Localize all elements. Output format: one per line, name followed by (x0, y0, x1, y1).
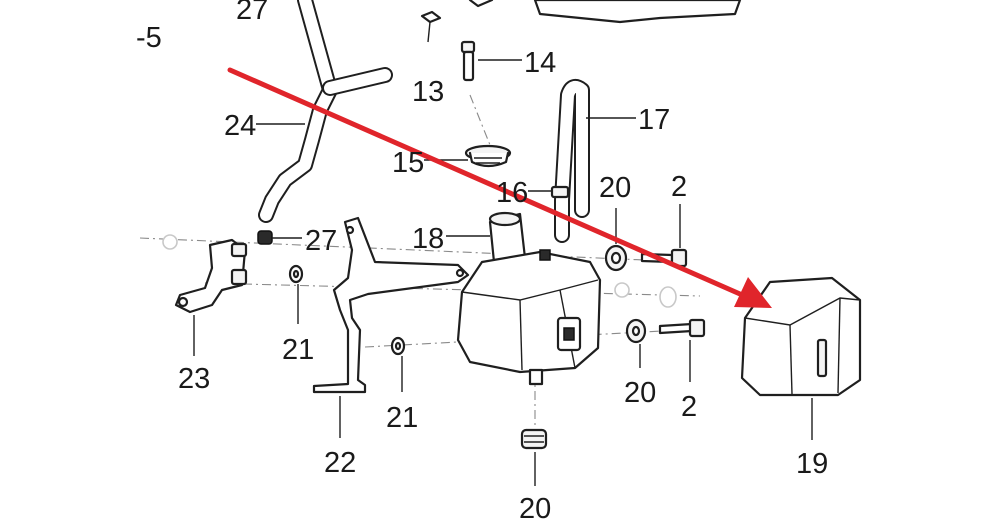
grommet-20-middle-hole (631, 325, 641, 337)
filler-cap-ribs (474, 157, 502, 164)
tank-body (456, 250, 602, 374)
callout-label: 23 (178, 363, 210, 395)
bolt-2-lower-shank (658, 322, 694, 335)
leader-lines (193, 21, 813, 486)
axis-line-upper (139, 237, 691, 263)
callout-label: 22 (324, 447, 356, 479)
callout-label: 18 (412, 223, 444, 255)
bolt-2-lower-head (688, 318, 706, 338)
washer-21-lower-hole (394, 341, 402, 351)
callout-label: 21 (282, 334, 314, 366)
callout-label: 2 (671, 171, 687, 203)
bracket-23-grommet-bottom (230, 268, 248, 286)
grommet-20-upper-hole (610, 251, 622, 265)
callout-label: 19 (796, 448, 828, 480)
grommets-20 (520, 244, 647, 450)
cover-19-top-edge (744, 297, 861, 326)
cover-19-side-edge (837, 297, 841, 394)
callout-label: 27 (305, 225, 337, 257)
tank-drain-nipple (528, 368, 544, 386)
top-clip-part (468, 0, 494, 8)
clip-13 (420, 10, 442, 24)
washers-21 (288, 264, 406, 356)
top-parts (468, 0, 742, 24)
fittings-13-14 (420, 10, 476, 82)
cover-19-front-edge (789, 324, 793, 395)
grommet-20-bottom (520, 428, 548, 450)
bolts-2 (640, 248, 706, 338)
bracket-23-hole (177, 296, 189, 308)
arrow-shaft (227, 67, 743, 297)
bracket-23 (174, 238, 248, 314)
washer-21-upper-hole (292, 269, 300, 279)
axis-line-cap (469, 94, 491, 146)
callout-label: 15 (392, 147, 424, 179)
clamp-27 (257, 230, 273, 245)
faint-grommet (659, 286, 677, 308)
faint-washer-mid (614, 282, 630, 298)
bracket-23-grommet-top (230, 242, 248, 258)
callout-label: 13 (412, 76, 444, 108)
callout-label: 27 (236, 0, 268, 26)
tank-18 (456, 211, 602, 386)
callout-label: 20 (624, 377, 656, 409)
hose-24-branch-inner (324, 69, 391, 94)
highlight-arrow (227, 67, 772, 308)
vent-pipe-17 (554, 79, 590, 243)
tank-mount-slot (563, 327, 575, 341)
bracket-22-hole-right (455, 268, 465, 278)
filler-cap-15 (464, 144, 512, 168)
filler-cap-ring (468, 151, 510, 168)
callout-label: 17 (638, 104, 670, 136)
cover-19-slot (816, 338, 828, 378)
hose-24 (258, 0, 393, 223)
callout-labels: -5 27 13 14 17 24 15 16 20 2 27 18 23 21… (136, 0, 828, 525)
callout-label: 21 (386, 402, 418, 434)
callout-label: 24 (224, 110, 256, 142)
callout-label: -5 (136, 22, 162, 54)
bracket-22 (312, 216, 470, 394)
leader-13 (427, 21, 431, 43)
bracket-22-hole-top (345, 225, 355, 235)
arrow-head (734, 277, 772, 308)
cover-19-body (740, 276, 862, 397)
tank-vent-port (539, 249, 551, 261)
callout-label: 2 (681, 391, 697, 423)
callout-label: 14 (524, 47, 556, 79)
top-cover-part (533, 0, 742, 24)
grommet-20-bottom-ribs (524, 435, 544, 443)
fitting-14-body (462, 50, 475, 82)
tank-edge-vertical (519, 299, 523, 371)
clip-16 (550, 185, 570, 199)
callout-label: 16 (496, 177, 528, 209)
callout-label: 20 (519, 493, 551, 525)
cover-19 (740, 276, 862, 397)
callout-label: 20 (599, 172, 631, 204)
fitting-14-head (460, 40, 476, 54)
tank-neck-opening (488, 211, 522, 227)
faint-washer-left (162, 234, 178, 250)
bracket-22-body (312, 216, 470, 394)
tank-edge-top (461, 279, 599, 301)
vent-pipe-inner (556, 81, 588, 241)
